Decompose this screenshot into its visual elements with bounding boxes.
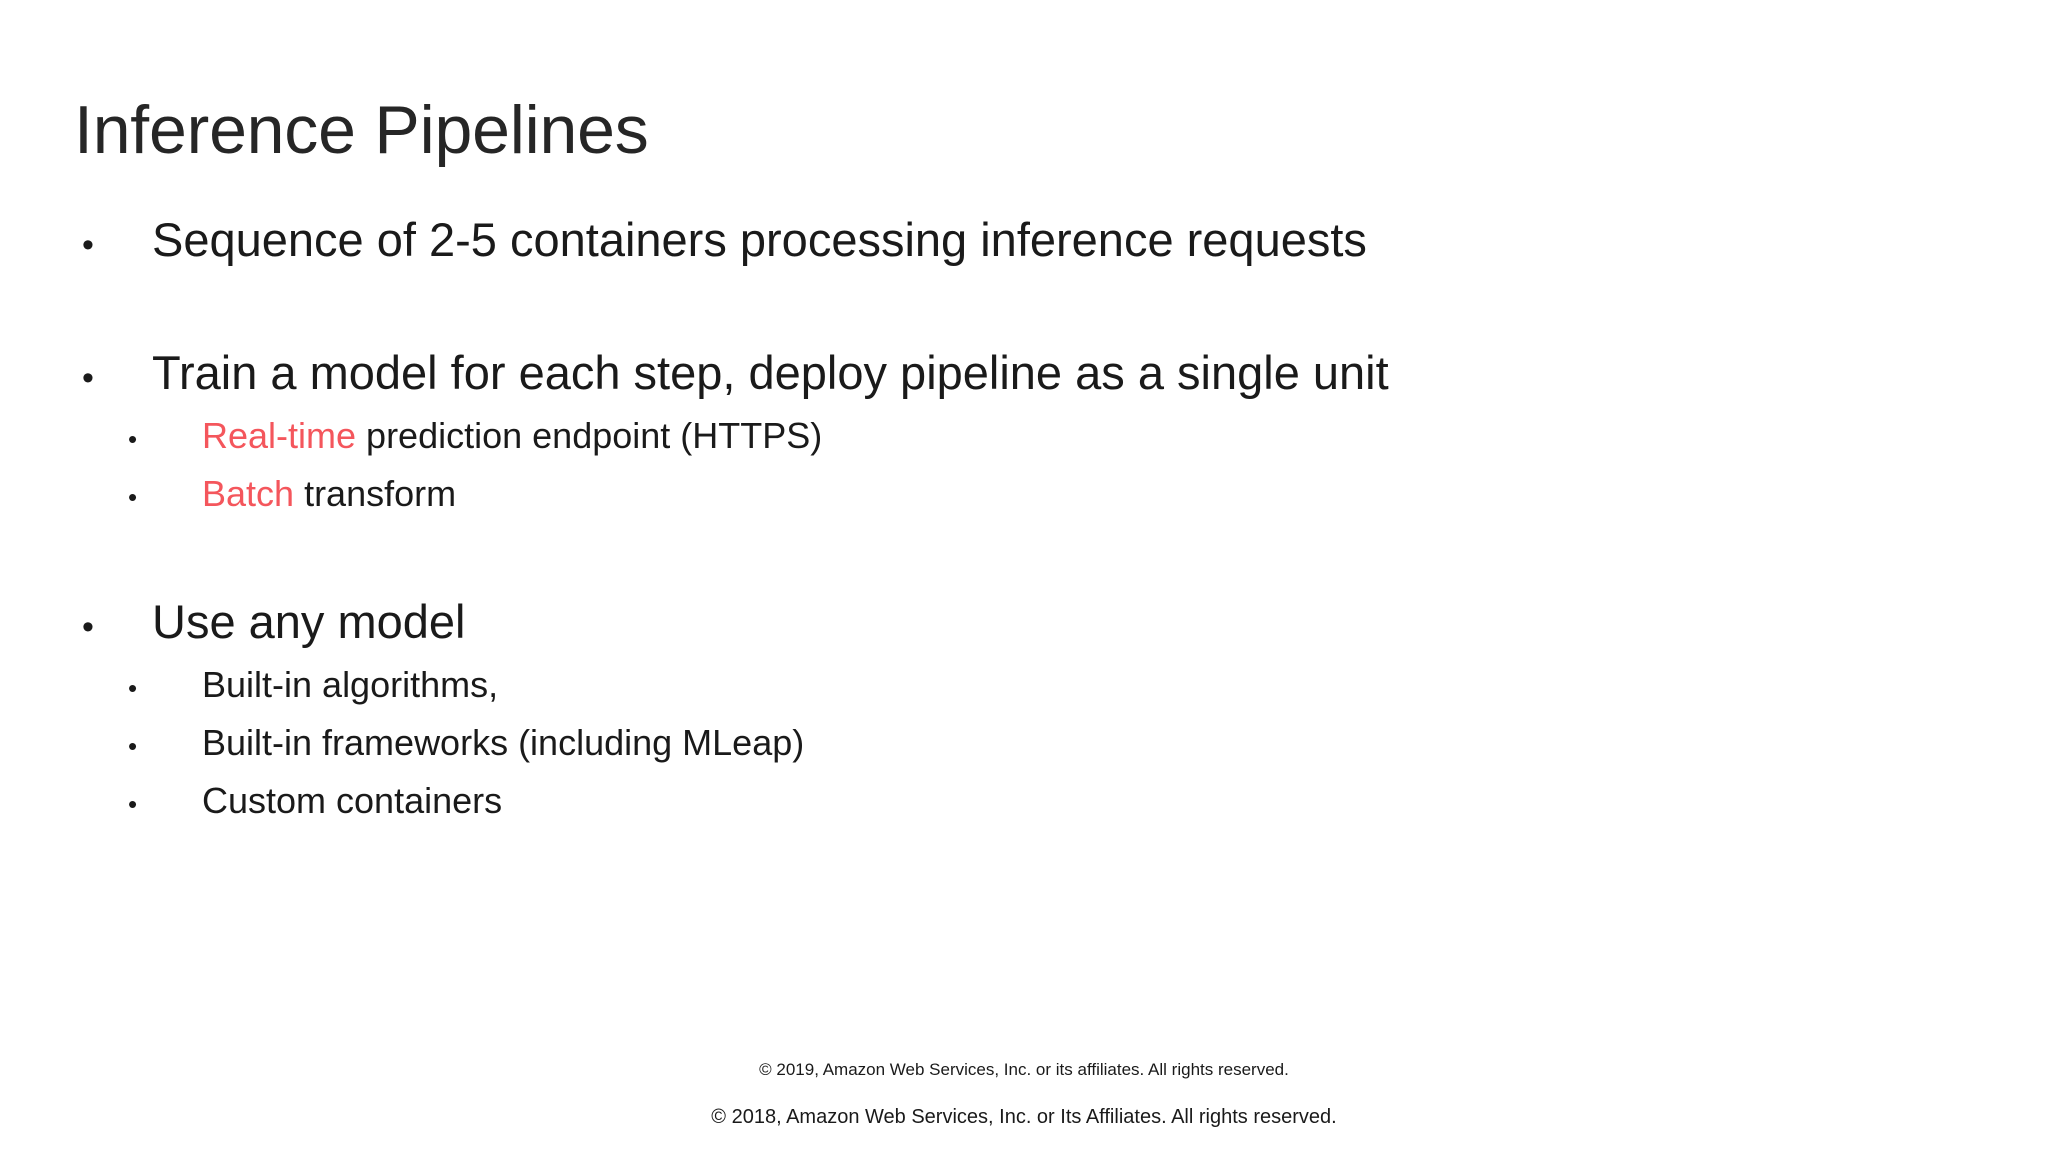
bullet-item-use-any-model: • Use any model (74, 598, 1974, 645)
copyright-notice-primary: © 2019, Amazon Web Services, Inc. or its… (759, 1060, 1289, 1079)
sub-bullet-text: Custom containers (202, 780, 503, 821)
sub-bullet-text: Batch transform (202, 476, 1974, 512)
sub-bullet-text: Real-time prediction endpoint (HTTPS) (202, 418, 1974, 454)
sub-bullet-text-rest: transform (294, 473, 457, 514)
sub-bullet-item-real-time: • Real-time prediction endpoint (HTTPS) (74, 418, 1974, 454)
bullet-marker-icon: • (82, 226, 94, 264)
bullet-marker-icon: • (128, 731, 138, 761)
bullet-item-sequence: • Sequence of 2-5 containers processing … (74, 216, 1974, 263)
highlight-batch: Batch (202, 473, 295, 514)
slide-body: • Sequence of 2-5 containers processing … (74, 216, 1974, 819)
bullet-item-train-model: • Train a model for each step, deploy pi… (74, 349, 1974, 396)
page-title: Inference Pipelines (74, 91, 649, 168)
bullet-marker-icon: • (82, 359, 94, 397)
sub-bullet-item-builtin-frameworks: • Built-in frameworks (including MLeap) (74, 725, 1974, 761)
sub-bullet-text: Built-in frameworks (including MLeap) (202, 722, 805, 763)
bullet-text: Use any model (152, 595, 466, 648)
bullet-marker-icon: • (128, 424, 138, 454)
bullet-text: Train a model for each step, deploy pipe… (152, 346, 1389, 399)
bullet-text: Sequence of 2-5 containers processing in… (152, 213, 1367, 266)
bullet-marker-icon: • (82, 608, 94, 646)
sub-bullet-item-builtin-algorithms: • Built-in algorithms, (74, 667, 1974, 703)
sub-bullet-text: Built-in algorithms, (202, 664, 499, 705)
sub-bullet-item-custom-containers: • Custom containers (74, 783, 1974, 819)
highlight-real-time: Real-time (202, 415, 357, 456)
sub-bullet-item-batch: • Batch transform (74, 476, 1974, 512)
sub-bullet-text-rest: prediction endpoint (HTTPS) (356, 415, 823, 456)
spacer (74, 512, 1974, 598)
copyright-notice-secondary: © 2018, Amazon Web Services, Inc. or Its… (711, 1106, 1337, 1128)
spacer (74, 263, 1974, 349)
bullet-marker-icon: • (128, 482, 138, 512)
bullet-marker-icon: • (128, 789, 138, 819)
bullet-marker-icon: • (128, 673, 138, 703)
